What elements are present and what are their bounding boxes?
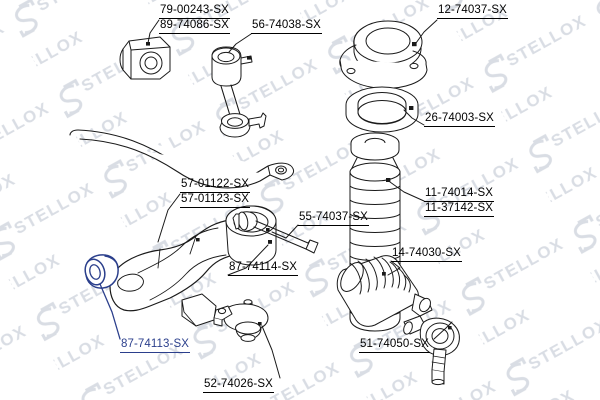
- part-label-51-74050-sx[interactable]: 51-74050-SX: [359, 338, 430, 353]
- part-label-14-74030-sx[interactable]: 14-74030-SX: [391, 247, 462, 262]
- part-label-57-01123-sx[interactable]: 57-01123-SX: [180, 193, 251, 208]
- part-label-55-74037-sx[interactable]: 55-74037-SX: [298, 211, 369, 226]
- part-label-87-74114-sx[interactable]: 87-74114-SX: [228, 261, 299, 276]
- part-label-12-74037-sx[interactable]: 12-74037-SX: [437, 4, 508, 19]
- part-label-57-01122-sx[interactable]: 57-01122-SX: [180, 178, 251, 193]
- part-label-11-37142-sx[interactable]: 11-37142-SX: [424, 202, 495, 217]
- part-label-26-74003-sx[interactable]: 26-74003-SX: [424, 112, 495, 127]
- part-label-56-74038-sx[interactable]: 56-74038-SX: [251, 19, 322, 34]
- part-label-87-74113-sx[interactable]: 87-74113-SX: [120, 338, 191, 353]
- part-label-52-74026-sx[interactable]: 52-74026-SX: [203, 378, 274, 393]
- part-label-11-74014-sx[interactable]: 11-74014-SX: [424, 187, 495, 202]
- part-label-79-00243-sx[interactable]: 79-00243-SX: [159, 4, 230, 19]
- part-label-89-74086-sx[interactable]: 89-74086-SX: [159, 19, 230, 34]
